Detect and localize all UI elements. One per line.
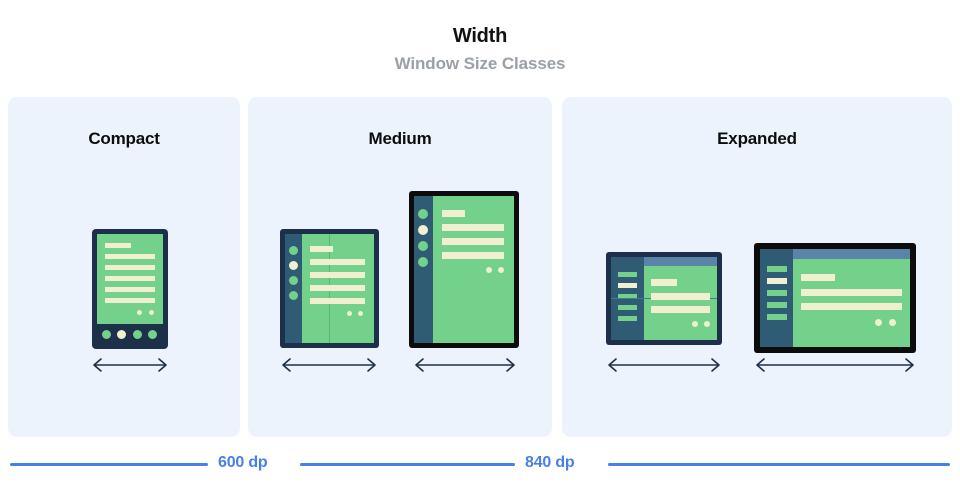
app-title-bar bbox=[644, 257, 717, 266]
trailing-dot bbox=[704, 321, 710, 327]
content-bar bbox=[442, 210, 465, 217]
header: Width Window Size Classes bbox=[0, 0, 960, 92]
rail-bar-active[interactable] bbox=[618, 283, 637, 288]
content-bar bbox=[310, 298, 365, 304]
trailing-dot bbox=[889, 319, 896, 326]
panel-compact[interactable]: Compact bbox=[8, 97, 240, 437]
content-bar bbox=[801, 303, 902, 310]
rail-dot[interactable] bbox=[289, 276, 298, 285]
trailing-dot bbox=[692, 321, 698, 327]
content-bar bbox=[105, 243, 131, 248]
trailing-dot bbox=[358, 311, 363, 316]
content-bar bbox=[105, 265, 155, 270]
rail-bar[interactable] bbox=[767, 314, 787, 320]
width-arrow-compact bbox=[90, 355, 170, 375]
breakpoint-measure-rule: 600 dp 840 dp bbox=[0, 450, 960, 490]
bottom-navigation-bar[interactable] bbox=[97, 324, 163, 344]
trailing-dot bbox=[149, 310, 154, 315]
navigation-rail[interactable] bbox=[760, 249, 793, 347]
rail-bar[interactable] bbox=[767, 302, 787, 308]
foldable-portrait-screen bbox=[285, 234, 374, 343]
phone-screen bbox=[97, 234, 163, 344]
tablet-portrait-screen bbox=[414, 196, 514, 343]
width-arrow-foldable-landscape bbox=[605, 355, 723, 375]
device-foldable-portrait[interactable] bbox=[280, 229, 379, 348]
content-bar bbox=[442, 252, 504, 259]
panel-expanded[interactable]: Expanded bbox=[562, 97, 952, 437]
trailing-dot bbox=[347, 311, 352, 316]
trailing-dot bbox=[498, 267, 504, 273]
device-phone-portrait[interactable] bbox=[92, 229, 168, 349]
trailing-dot bbox=[875, 319, 882, 326]
page-title: Width bbox=[452, 25, 508, 47]
content-bar bbox=[801, 274, 835, 281]
panel-title-expanded: Expanded bbox=[717, 129, 797, 148]
rail-dot[interactable] bbox=[418, 241, 428, 251]
nav-dot-active[interactable] bbox=[117, 330, 126, 339]
rule-line-segment bbox=[300, 463, 515, 466]
rail-dot[interactable] bbox=[418, 209, 428, 219]
panel-title-compact: Compact bbox=[88, 129, 160, 148]
content-bar bbox=[105, 254, 155, 259]
rail-bar-active[interactable] bbox=[767, 278, 787, 284]
content-bar bbox=[310, 285, 365, 291]
size-class-panels: Compact bbox=[0, 97, 960, 437]
content-bar bbox=[310, 246, 333, 252]
content-bar bbox=[310, 272, 365, 278]
device-foldable-landscape[interactable] bbox=[606, 252, 722, 345]
rail-bar[interactable] bbox=[618, 272, 637, 277]
page-subtitle: Window Size Classes bbox=[394, 54, 566, 73]
rail-dot-active[interactable] bbox=[418, 225, 428, 235]
breakpoint-label-840: 840 dp bbox=[525, 454, 575, 471]
foldable-landscape-screen bbox=[611, 257, 717, 340]
device-tablet-portrait[interactable] bbox=[409, 191, 519, 348]
nav-dot[interactable] bbox=[133, 330, 142, 339]
rail-dot-active[interactable] bbox=[289, 261, 298, 270]
navigation-rail[interactable] bbox=[285, 234, 302, 343]
content-bar bbox=[651, 306, 710, 313]
navigation-rail[interactable] bbox=[414, 196, 433, 343]
content-bar bbox=[105, 276, 155, 281]
trailing-dot bbox=[137, 310, 142, 315]
rail-dot[interactable] bbox=[289, 246, 298, 255]
nav-dot[interactable] bbox=[148, 330, 157, 339]
content-bar bbox=[442, 238, 504, 245]
rail-bar[interactable] bbox=[767, 266, 787, 272]
app-title-bar bbox=[793, 249, 910, 259]
device-tablet-landscape[interactable] bbox=[754, 243, 916, 353]
width-arrow-tablet-landscape bbox=[753, 355, 917, 375]
panel-title-medium: Medium bbox=[368, 129, 432, 148]
content-bar bbox=[105, 298, 155, 303]
rail-dot[interactable] bbox=[289, 291, 298, 300]
rail-bar[interactable] bbox=[618, 316, 637, 321]
trailing-dot bbox=[486, 267, 492, 273]
content-bar bbox=[651, 293, 710, 300]
rail-bar[interactable] bbox=[767, 290, 787, 296]
rule-line-segment bbox=[608, 463, 950, 466]
content-bar bbox=[105, 287, 155, 292]
rule-line-segment bbox=[10, 463, 208, 466]
rail-dot[interactable] bbox=[418, 257, 428, 267]
content-bar bbox=[442, 224, 504, 231]
width-arrow-foldable-portrait bbox=[279, 355, 379, 375]
nav-dot[interactable] bbox=[102, 330, 111, 339]
content-bar bbox=[310, 259, 365, 265]
content-bar bbox=[651, 279, 677, 286]
rail-bar[interactable] bbox=[618, 305, 637, 310]
breakpoint-label-600: 600 dp bbox=[218, 454, 268, 471]
tablet-landscape-screen bbox=[760, 249, 910, 347]
panel-medium[interactable]: Medium bbox=[248, 97, 552, 437]
rail-bar[interactable] bbox=[618, 294, 637, 299]
width-arrow-tablet-portrait bbox=[412, 355, 518, 375]
content-bar bbox=[801, 289, 902, 296]
